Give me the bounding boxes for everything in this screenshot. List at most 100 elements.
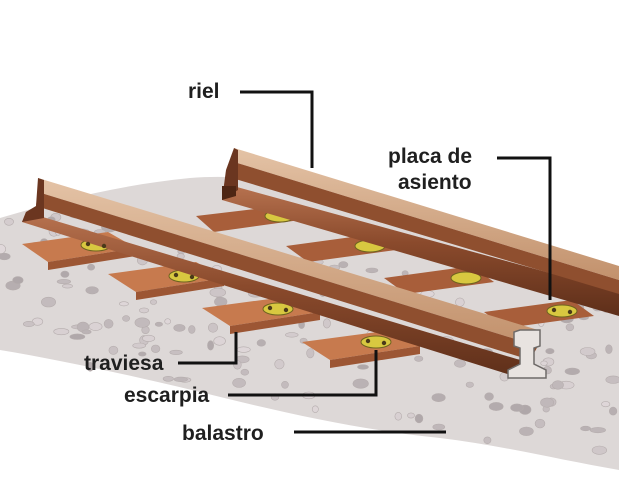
spike-icon <box>85 241 91 247</box>
ballast-stone <box>431 393 446 402</box>
ballast-stone <box>519 426 534 436</box>
ballast-stone <box>601 401 611 408</box>
ballast-stone <box>455 297 465 307</box>
ballast-stone <box>85 286 99 295</box>
ballast-stone <box>552 380 564 390</box>
ballast-stone <box>56 279 72 285</box>
labels: riel placa de asiento traviesa escarpia … <box>84 80 472 445</box>
ballast-stone <box>132 342 146 349</box>
ballast-stone <box>139 307 150 314</box>
ballast-stone <box>4 218 14 226</box>
ballast-stone <box>488 402 504 411</box>
ballast-stone <box>579 347 596 356</box>
label-placa-de-asiento-line1: placa de <box>388 145 472 168</box>
ballast-stone <box>545 348 555 355</box>
ballast-stone <box>414 355 424 362</box>
spike-icon <box>173 272 179 278</box>
ballast-stone <box>414 413 424 424</box>
ballast-stone <box>53 328 70 336</box>
ballast-stone <box>0 244 6 254</box>
label-riel: riel <box>188 80 220 103</box>
ballast-stone <box>81 329 92 335</box>
ballast-stone <box>274 359 285 370</box>
ballast-stone <box>40 296 56 308</box>
ballast-stone <box>122 315 130 322</box>
rail-right <box>222 148 619 316</box>
sleepers <box>22 206 594 368</box>
label-traviesa: traviesa <box>84 352 164 375</box>
spike-icon <box>101 243 107 249</box>
ballast-stone <box>12 276 24 285</box>
ballast-stone <box>605 344 613 354</box>
ballast-stone <box>589 427 606 434</box>
ballast-stone <box>60 270 70 278</box>
ballast-stone <box>564 367 580 376</box>
leader-escarpia <box>228 350 378 397</box>
spike-icon <box>283 307 289 313</box>
ballast-stone <box>207 340 214 351</box>
ballast-stone <box>591 445 608 455</box>
ballast-stone <box>540 360 548 366</box>
label-balastro: balastro <box>182 422 264 445</box>
ballast-stone <box>162 375 174 382</box>
ballast-stone <box>119 301 129 307</box>
label-escarpia: escarpia <box>124 384 210 407</box>
ballast-stone <box>365 267 379 274</box>
ballast-stone <box>69 333 86 340</box>
ballast-stone <box>281 380 289 389</box>
ballast-stone <box>87 263 95 271</box>
ballast-stone <box>352 378 369 389</box>
ballast-stone <box>173 376 188 383</box>
ballast-stone <box>236 346 251 353</box>
ballast-stone <box>151 344 161 353</box>
leader-placa-de-asiento <box>497 156 552 300</box>
ballast-stone <box>88 322 103 331</box>
ballast-stone <box>306 348 315 359</box>
ballast-stone <box>454 359 466 368</box>
ballast-stone <box>357 364 369 370</box>
ballast-stone <box>134 317 151 328</box>
leader-riel <box>240 90 314 168</box>
ballast-stone <box>608 406 618 416</box>
ballast-stone <box>142 334 156 342</box>
spike-icon <box>267 305 273 311</box>
ballast-stone <box>465 381 474 388</box>
label-placa-de-asiento-line2: asiento <box>398 171 472 194</box>
spike-icon <box>381 340 387 346</box>
ballast-stone <box>540 397 554 408</box>
ballast-stone <box>311 405 319 413</box>
ballast-stone <box>169 349 183 355</box>
ballast-stone <box>394 412 402 421</box>
ballast-stone <box>164 318 171 325</box>
rail-left <box>22 178 547 379</box>
tie-plate <box>450 271 482 285</box>
spikes <box>85 241 573 346</box>
spike-icon <box>551 307 557 313</box>
ballast-stone <box>188 325 196 334</box>
ballast-stone <box>138 351 147 357</box>
rail-cross-section <box>507 329 547 379</box>
ballast-stone <box>432 423 446 431</box>
ballast-stone <box>149 299 158 305</box>
leader-traviesa <box>178 332 238 365</box>
ballast-stone <box>285 332 299 338</box>
ballast-stone <box>407 412 415 419</box>
ballast-stone <box>510 403 524 412</box>
leader-lines <box>178 90 552 434</box>
ballast-stone <box>208 322 219 333</box>
ballast-stone <box>484 392 494 401</box>
ballast-stone <box>483 436 492 444</box>
ballast-stone <box>154 321 163 327</box>
ballast-stone <box>232 377 246 388</box>
spike-icon <box>365 338 371 344</box>
tie-plate <box>546 304 578 318</box>
ballast-stone <box>173 324 186 332</box>
ballast-stone <box>209 287 227 298</box>
ballast-stone <box>0 252 11 261</box>
ballast-stone <box>580 425 591 432</box>
tie-plate <box>360 335 392 349</box>
ballast-stone <box>240 368 250 376</box>
spike-icon <box>189 274 195 280</box>
